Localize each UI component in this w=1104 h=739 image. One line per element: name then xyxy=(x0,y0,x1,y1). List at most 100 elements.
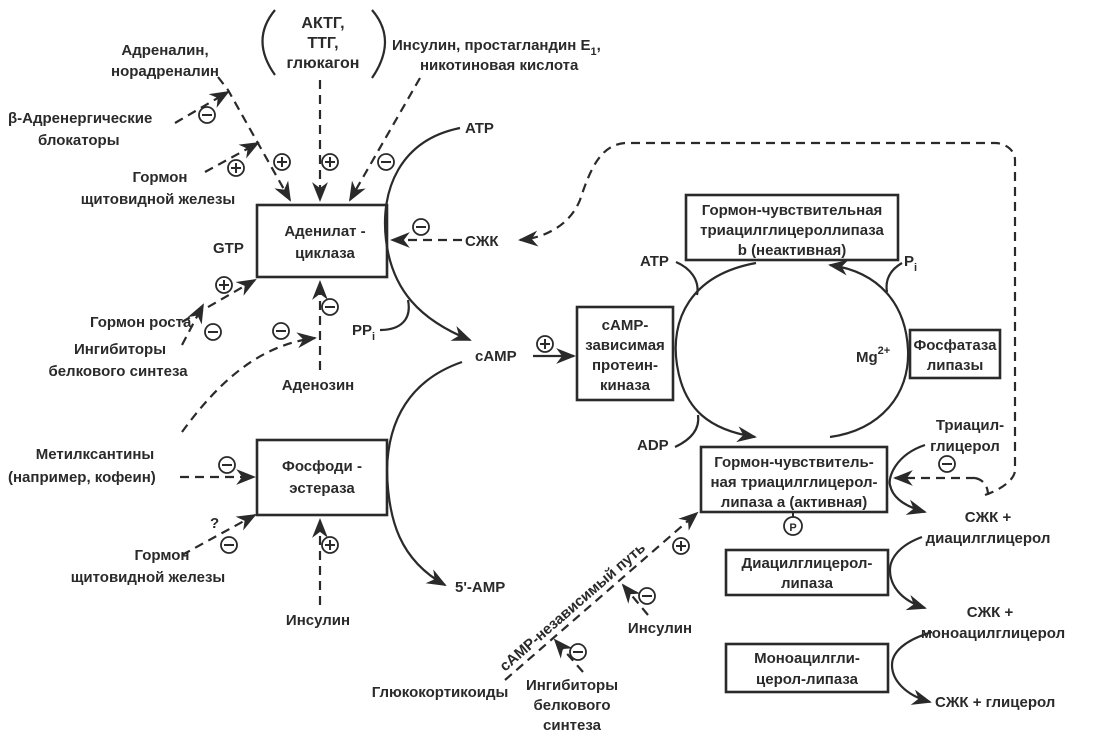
insulin-path-arrow xyxy=(621,583,649,616)
dag-lipase-label-2: липаза xyxy=(781,575,834,592)
dag-lipase-box xyxy=(724,548,890,597)
protein-kinase-label-4: киназа xyxy=(600,377,651,394)
cycle-adp-branch xyxy=(674,414,700,448)
protein-synth-inhib-arrow xyxy=(181,303,204,346)
inactive-lipase-label-2: триацилглицероллипаза xyxy=(700,222,884,239)
phosphatase-box xyxy=(908,328,1002,380)
adrenaline-arrow xyxy=(217,76,291,202)
camp-label: cAMP xyxy=(475,348,517,365)
phosphorylation-arc xyxy=(674,261,757,443)
minus-sign-insulin-pge xyxy=(377,153,395,171)
dag-lipase-label: Диацилглицерол- xyxy=(742,555,873,572)
plus-sign-camp-kinase xyxy=(536,335,554,353)
adenosine-label: Аденозин xyxy=(282,377,354,394)
sfa-mag-label-2: моноацилглицерол xyxy=(921,625,1065,642)
phosphodiesterase-label: Фосфоди - xyxy=(282,458,362,475)
phosphatase-label: Фосфатаза xyxy=(913,337,997,354)
dephosphorylation-arc xyxy=(828,259,910,439)
beta-blocker-arrow xyxy=(174,91,230,124)
protein-kinase-box xyxy=(575,305,675,402)
mag-lipase-box xyxy=(724,642,890,694)
tag-hydrolysis-arc xyxy=(888,443,927,515)
ppi-label: PPi xyxy=(352,322,375,343)
phosphatase-label-2: липазы xyxy=(927,357,984,374)
right-bracket xyxy=(371,9,386,79)
protein-synth-inhib-label-2: белкового синтеза xyxy=(48,363,188,380)
methylxanthine-to-adenosine-arrow xyxy=(181,332,317,433)
glucocorticoid-inhib-label-2: белкового xyxy=(533,697,610,714)
beta-blockers-label: β-Адренергические xyxy=(8,110,152,127)
minus-sign-adenosine-path xyxy=(272,322,290,340)
minus-sign-methylxanthines xyxy=(218,456,236,474)
gtp-label: GTP xyxy=(213,240,244,257)
active-lipase-box xyxy=(699,445,889,514)
minus-sign-adenosine xyxy=(321,298,339,316)
atp-label: ATP xyxy=(465,120,494,137)
cycle-atp-branch xyxy=(675,260,699,296)
adenylate-cyclase-label-2: циклаза xyxy=(295,245,355,262)
active-lipase-label: Гормон-чувствитель- xyxy=(714,454,873,471)
acth-group-bracket: АКТГ, ТТГ, глюкагон xyxy=(261,9,386,79)
protein-synth-inhib-label: Ингибиторы xyxy=(74,341,166,358)
svg-text:P: P xyxy=(789,522,796,534)
plus-sign-thyroid xyxy=(227,159,245,177)
sfa-dag-label: СЖК + xyxy=(965,509,1012,526)
protein-kinase-label-2: зависимая xyxy=(585,337,665,354)
protein-kinase-label-3: протеин- xyxy=(592,357,658,374)
minus-sign-tag xyxy=(938,455,956,473)
glucocorticoid-inhib-label: Ингибиторы xyxy=(526,677,618,694)
inactive-lipase-label-3: b (неактивная) xyxy=(738,242,847,259)
mag-lipase-label: Моноацилгли- xyxy=(754,650,860,667)
tag-label: Триацил- xyxy=(936,417,1004,434)
sfa-mag-label: СЖК + xyxy=(967,604,1014,621)
beta-blockers-label-2: блокаторы xyxy=(38,132,120,149)
minus-sign-insulin-path xyxy=(638,587,656,605)
methylxanthines-label: Метилксантины xyxy=(36,446,154,463)
minus-sign-inhib-path xyxy=(569,643,587,661)
glucocorticoids-label: Глюкокортикоиды xyxy=(372,684,509,701)
insulin-pde-label: Инсулин xyxy=(286,612,350,629)
minus-sign-thyroid-pde xyxy=(220,536,238,554)
tsh-label: ТТГ, xyxy=(307,35,338,52)
cycle-pi-label: Pi xyxy=(904,253,917,274)
insulin-pge-arrow xyxy=(349,77,421,202)
tag-label-2: глицерол xyxy=(930,438,1000,455)
adenylate-cyclase-label: Аденилат - xyxy=(284,223,365,240)
protein-kinase-label: cAMP- xyxy=(602,317,649,334)
ppi-branch xyxy=(379,299,410,332)
methylxanthines-example-label: (например, кофеин) xyxy=(8,469,156,486)
mag-hydrolysis-arc xyxy=(890,630,933,705)
glucagon-label: глюкагон xyxy=(287,55,360,72)
acth-label: АКТГ, xyxy=(301,15,344,32)
glucocorticoid-inhib-label-3: синтеза xyxy=(543,717,602,734)
sfa-label: СЖК xyxy=(465,233,499,250)
amp-label: 5'-AMP xyxy=(455,579,505,596)
insulin-prostaglandin-label: Инсулин, простагландин E1, xyxy=(392,37,601,58)
nicotinic-acid-label: никотиновая кислота xyxy=(420,57,579,74)
plus-sign-acth xyxy=(321,153,339,171)
adrenaline-label: Адреналин, xyxy=(121,42,208,59)
mag-lipase-label-2: церол-липаза xyxy=(756,671,859,688)
growth-hormone-label: Гормон роста xyxy=(90,314,192,331)
cycle-pi-branch xyxy=(885,262,903,293)
dag-hydrolysis-arc xyxy=(888,535,927,611)
plus-sign-insulin-pde xyxy=(321,536,339,554)
left-bracket xyxy=(261,9,276,76)
thyroid-pde-label-2: щитовидной железы xyxy=(71,569,225,586)
thyroid-hormone-label: Гормон xyxy=(132,169,187,186)
inactive-lipase-label: Гормон-чувствительная xyxy=(702,202,883,219)
sfa-glycerol-label: СЖК + глицерол xyxy=(935,694,1055,711)
atp-to-camp-arc xyxy=(383,126,472,342)
thyroid-arrow xyxy=(204,142,260,173)
inactive-lipase-box xyxy=(684,193,900,262)
minus-sign-beta-blockers xyxy=(198,106,216,124)
plus-sign-adrenaline xyxy=(273,153,291,171)
phosphodiesterase-label-2: эстераза xyxy=(289,480,355,497)
cycle-atp-label: ATP xyxy=(640,253,669,270)
thyroid-hormone-label-2: щитовидной железы xyxy=(81,191,235,208)
minus-sign-sfa xyxy=(412,218,430,236)
thyroid-pde-label: Гормон xyxy=(134,547,189,564)
plus-sign-growth-hormone xyxy=(215,276,233,294)
